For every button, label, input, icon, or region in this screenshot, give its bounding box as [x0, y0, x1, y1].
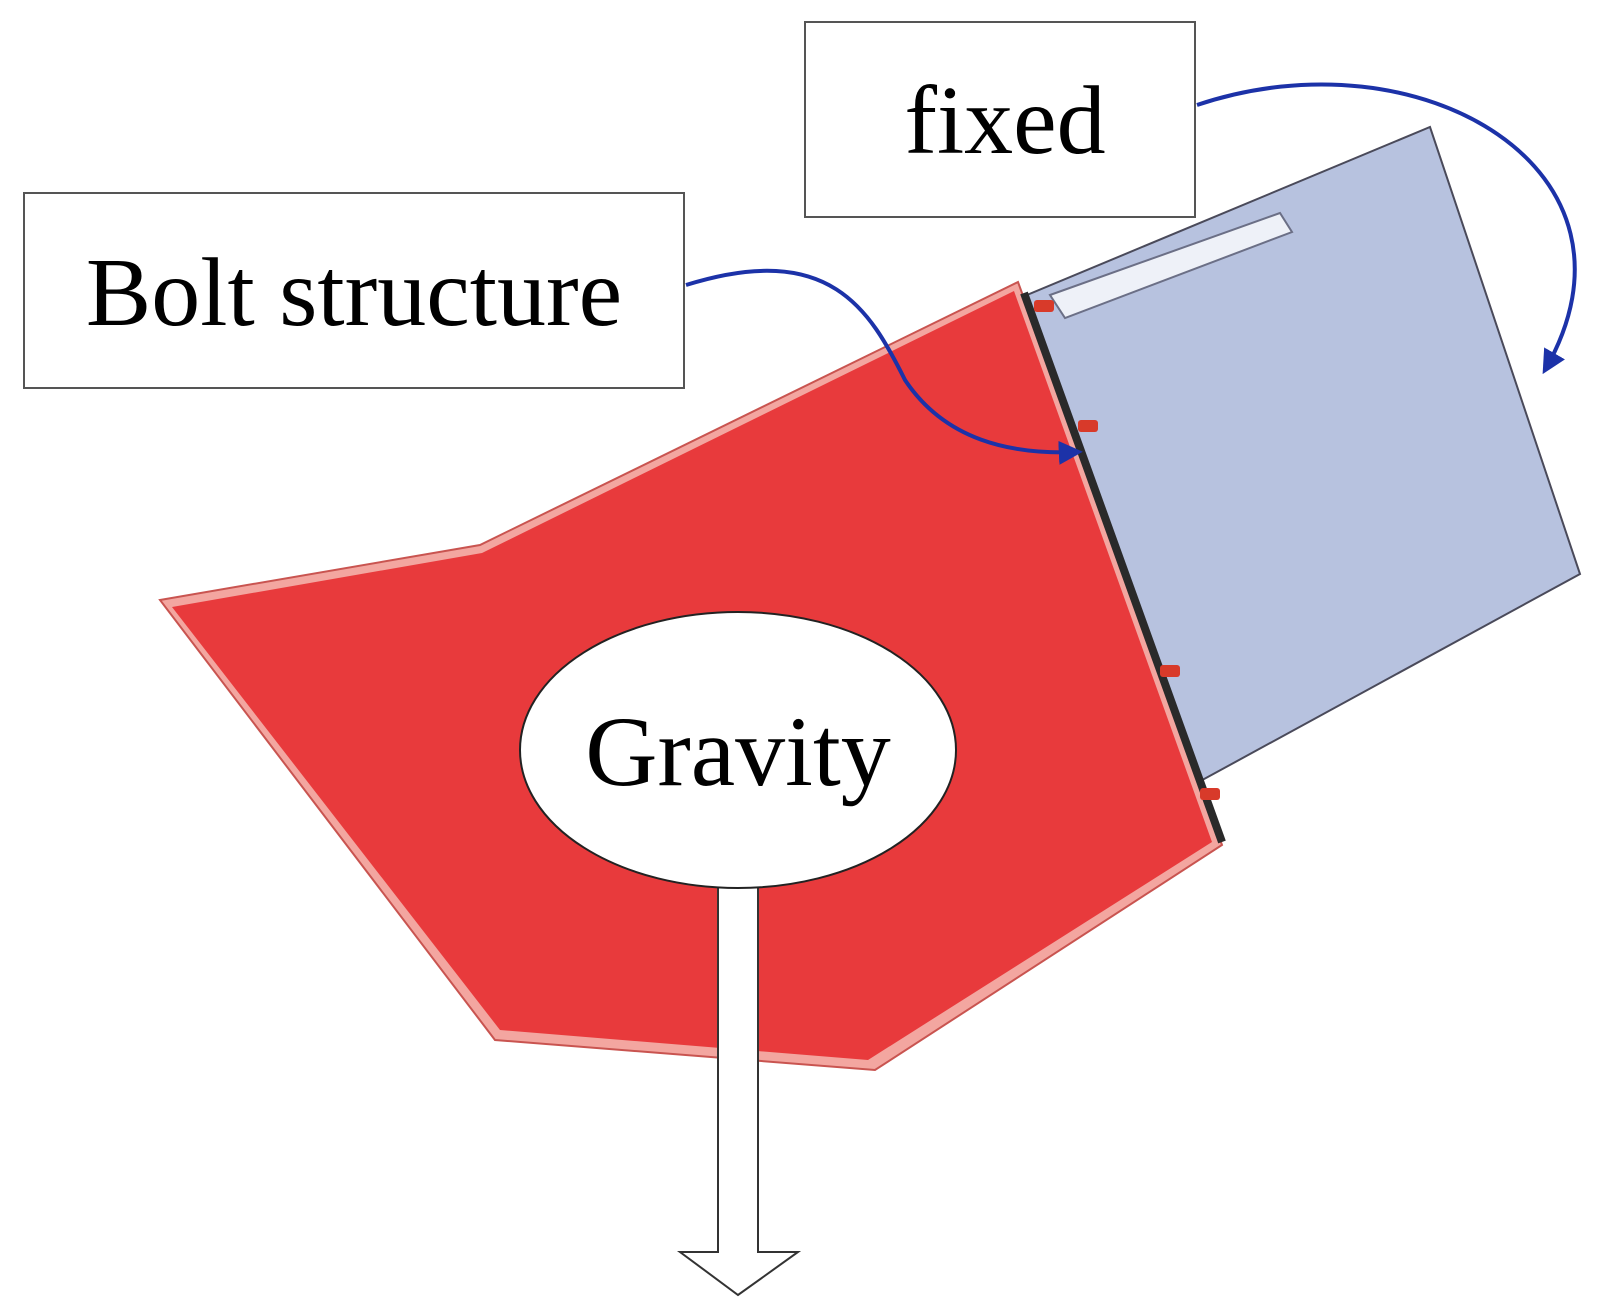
gravity-label: Gravity: [585, 696, 890, 807]
joint-line: [1020, 291, 1226, 844]
gravity-arrow: [676, 869, 802, 1297]
bolt-structure-arrow: [685, 268, 1083, 465]
bolt-2: [1078, 420, 1098, 432]
fixed-label: fixed: [904, 67, 1105, 175]
bolt-icon: [1034, 300, 1220, 800]
fixed-arrow: [1196, 82, 1577, 375]
connector-strip: [1048, 211, 1294, 320]
bolt-structure-box: [23, 192, 685, 389]
gravity-ellipse: [519, 611, 957, 889]
bolt-structure-label: Bolt structure: [86, 239, 622, 347]
bolt-4: [1200, 788, 1220, 800]
fixed-box: [804, 21, 1196, 218]
bolt-3: [1160, 665, 1180, 677]
bolt-1: [1034, 300, 1054, 312]
